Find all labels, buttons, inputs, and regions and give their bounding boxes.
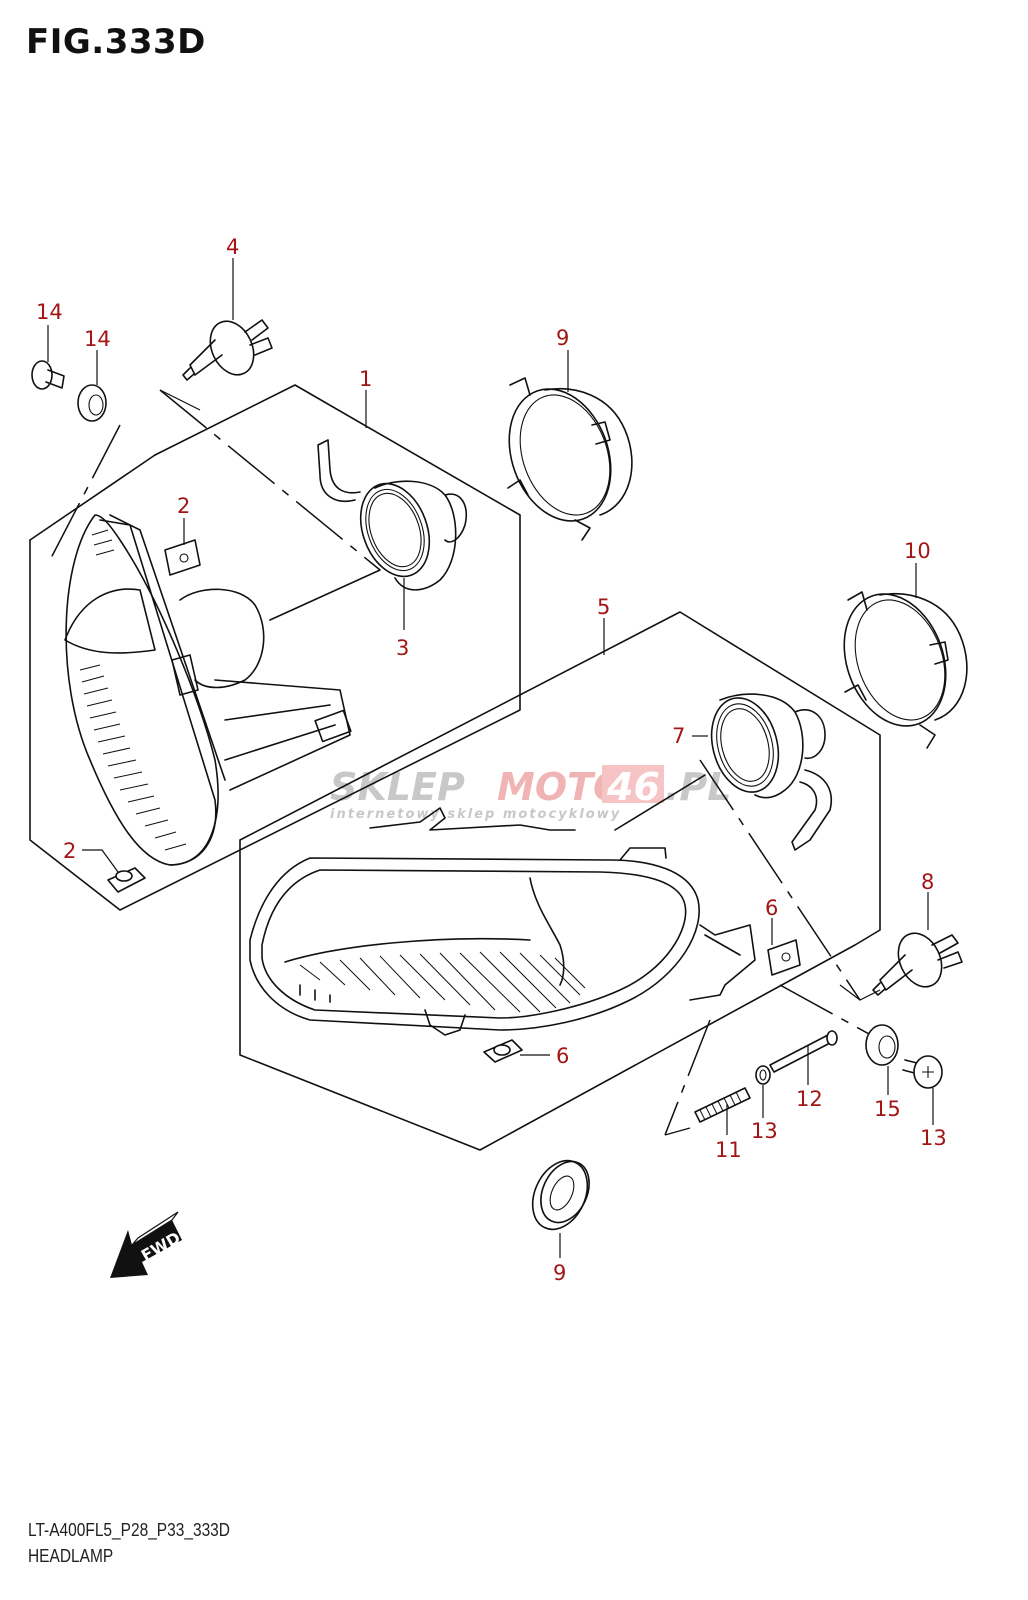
clip-nut-2-upper <box>164 539 201 576</box>
dust-cover-grommet-9 <box>531 1159 590 1231</box>
leader-lines <box>47 258 934 1258</box>
headlamp-bulb-8 <box>872 932 963 996</box>
hatch-lines <box>79 529 187 851</box>
alignment-line <box>664 1019 711 1136</box>
bulb-socket-3 <box>269 439 467 621</box>
callout-14-lower[interactable]: 15 <box>874 1097 901 1121</box>
callout-6-upper[interactable]: 6 <box>765 896 778 920</box>
callout-11-lower[interactable]: 10 <box>904 539 931 563</box>
bulb-holder-ring-11-lower <box>843 591 968 749</box>
callout-3[interactable]: 3 <box>396 636 409 660</box>
callout-labels: 4 14 14 1 9 2 3 2 5 10 7 8 6 6 12 15 13 … <box>36 235 947 1285</box>
watermark-text-pl: .PL <box>665 765 732 809</box>
watermark-tagline: internetowy sklep motocyklowy <box>330 807 621 822</box>
watermark-text-46: 46 <box>606 765 660 809</box>
assembly-box-1 <box>29 384 521 911</box>
clip-nut-2-lower <box>107 867 146 893</box>
callout-7[interactable]: 7 <box>672 724 685 748</box>
callout-2-upper[interactable]: 2 <box>177 494 190 518</box>
callout-12[interactable]: 12 <box>796 1087 823 1111</box>
alignment-line <box>779 984 881 1041</box>
figure-name: HEADLAMP <box>28 1546 114 1566</box>
alignment-line <box>699 759 861 1001</box>
clip-nut-6-lower <box>483 1039 523 1063</box>
clip-nut-6-upper <box>767 939 801 976</box>
callout-13-lower[interactable]: 13 <box>920 1126 947 1150</box>
callout-10[interactable]: 11 <box>715 1138 742 1162</box>
watermark: SKLEP MOTO 46 .PL internetowy sklep moto… <box>330 765 732 822</box>
headlamp-right-body <box>249 807 756 1036</box>
cushion-14-lower <box>865 1024 899 1066</box>
bulb-socket-7 <box>710 693 832 851</box>
alignment-line <box>159 389 381 571</box>
assembly-box-5 <box>239 611 881 1151</box>
adjuster-screw-12 <box>769 1030 838 1073</box>
fwd-arrow: FWD <box>110 1211 184 1278</box>
figure-title: FIG.333D <box>26 22 206 62</box>
callout-4[interactable]: 4 <box>226 235 239 259</box>
callout-9[interactable]: 9 <box>553 1261 566 1285</box>
mounting-bolt-13-lower <box>902 1055 943 1089</box>
bulb-holder-ring-11-upper <box>507 377 633 541</box>
callout-6-lower[interactable]: 6 <box>556 1044 569 1068</box>
callout-13-upper[interactable]: 14 <box>36 300 63 324</box>
callout-15[interactable]: 13 <box>751 1119 778 1143</box>
callout-11-upper[interactable]: 9 <box>556 326 569 350</box>
adjuster-spring-10 <box>694 1087 751 1123</box>
callout-5[interactable]: 5 <box>597 595 610 619</box>
headlamp-left-body <box>64 514 352 866</box>
cushion-14-upper <box>77 384 107 422</box>
hatch-lines <box>299 951 586 1013</box>
washer-15 <box>755 1065 771 1085</box>
headlamp-bulb-4 <box>182 319 273 381</box>
figure-code: LT-A400FL5_P28_P33_333D <box>28 1520 230 1540</box>
callout-14-upper[interactable]: 14 <box>84 327 111 351</box>
callout-1[interactable]: 1 <box>359 367 372 391</box>
mounting-bolt-13-upper <box>31 360 65 390</box>
alignment-line <box>49 424 121 561</box>
watermark-text-sklep: SKLEP <box>330 765 465 809</box>
callout-2-lower[interactable]: 2 <box>63 839 76 863</box>
watermark-badge <box>602 765 664 803</box>
callout-8[interactable]: 8 <box>921 870 934 894</box>
